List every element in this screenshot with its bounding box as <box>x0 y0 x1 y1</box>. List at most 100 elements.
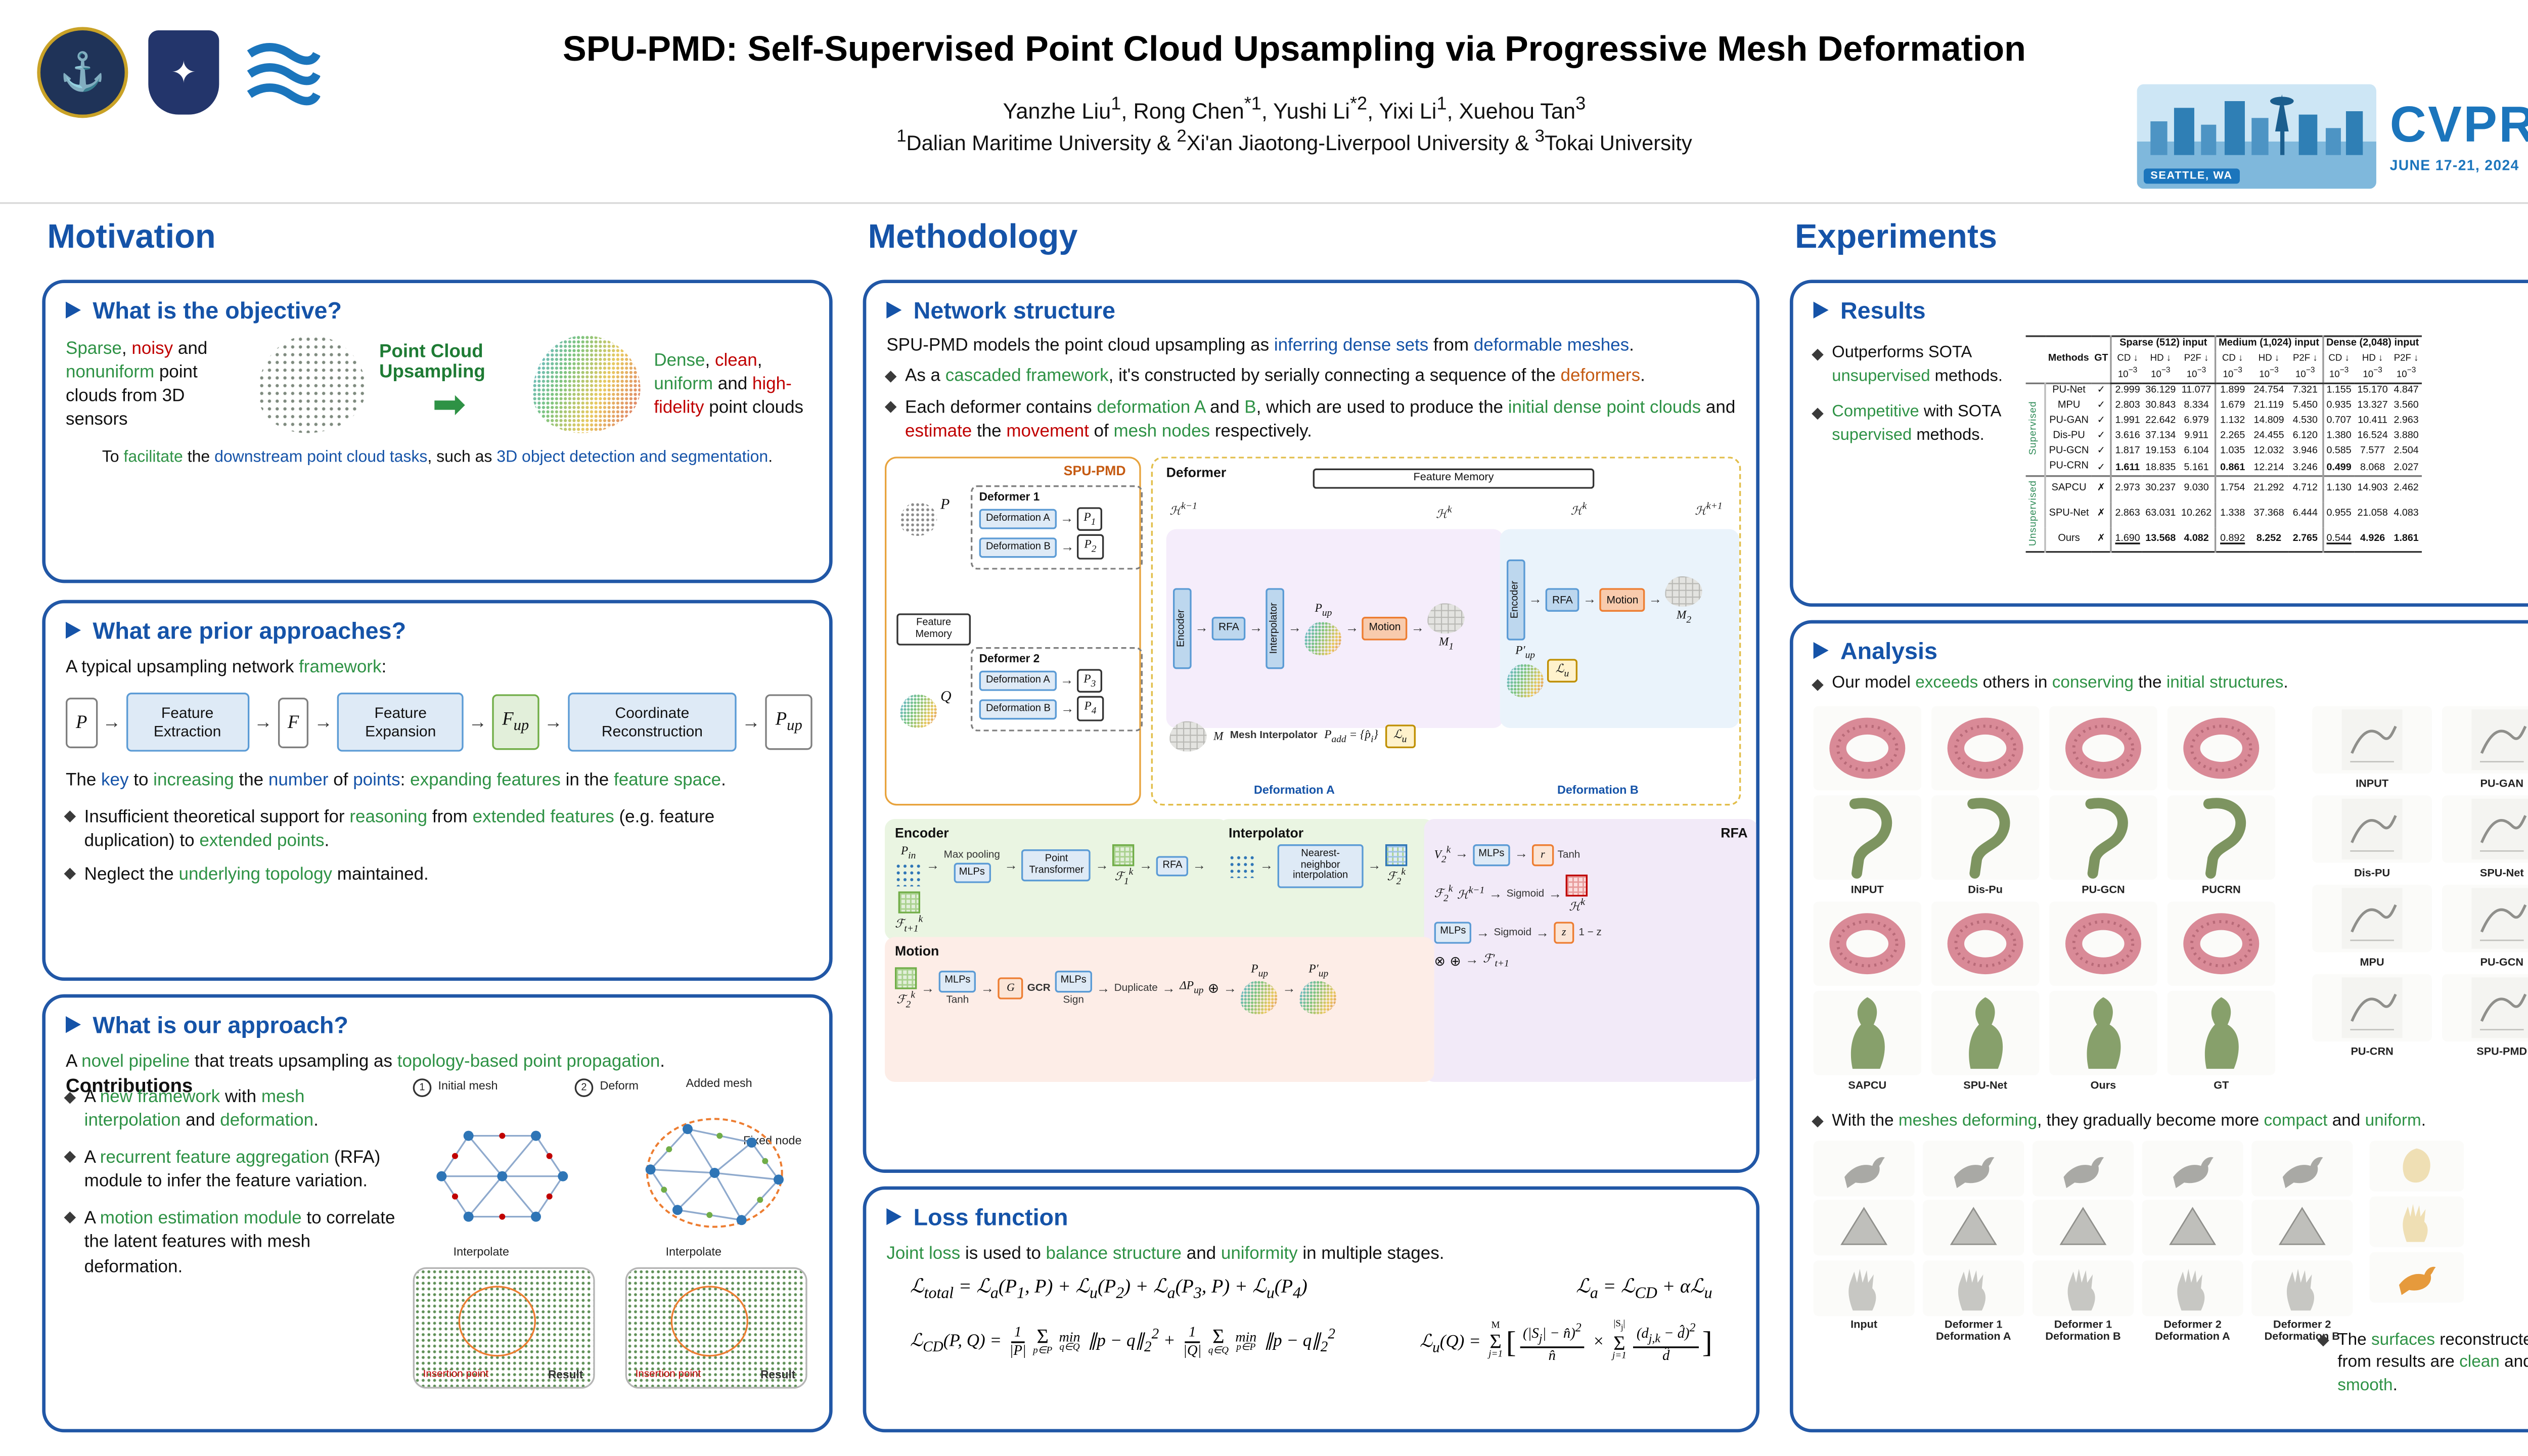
arrow-icon <box>1288 622 1301 635</box>
method-label: Deformer 1 Deformation A <box>1936 1320 2011 1343</box>
arrow-icon <box>1345 622 1359 635</box>
arrow-icon: → <box>102 712 121 733</box>
metric-value: 10.262 <box>2181 509 2212 519</box>
sparse-description: Sparse, noisy and nonuniform point cloud… <box>65 338 208 430</box>
method-label: Dis-Pu <box>1968 884 2003 896</box>
contribution-2: A recurrent feature aggregation (RFA) mo… <box>64 1146 403 1195</box>
network-architecture-figure: SPU-PMD P Feature Memory Q Deformer 1 De… <box>884 457 1741 806</box>
results-title-text: Results <box>1840 296 1926 324</box>
metric-value: 4.847 <box>2390 382 2422 400</box>
pale-thumbnail <box>2369 1196 2464 1247</box>
arrow-icon <box>1095 859 1109 873</box>
torus-thumbnail <box>2167 901 2275 986</box>
metric-value: 12.032 <box>2253 447 2284 458</box>
method-name: PU-GAN <box>2049 417 2089 427</box>
pale-thumbnail <box>2369 1140 2464 1191</box>
interpolator-block: Interpolator <box>1266 588 1285 669</box>
method-label: INPUT <box>2356 778 2389 790</box>
deformation-a-block: Deformation A <box>979 509 1057 530</box>
upsampling-label: Point Cloud Upsampling <box>379 342 485 383</box>
method-label: SAPCU <box>1848 1079 1887 1092</box>
hook-thumbnail <box>1931 795 2040 880</box>
method-label: GT <box>2214 1079 2229 1092</box>
approach-diagram: 1 Initial mesh 2 Deform Added mesh Fixed… <box>413 1078 814 1416</box>
arrowhead-icon <box>886 1208 902 1225</box>
mesh-interpolator-caption: Mesh Interpolator <box>1230 730 1318 743</box>
spupmd-overview-diagram: SPU-PMD P Feature Memory Q Deformer 1 De… <box>884 457 1143 806</box>
loss-box-title: Loss function <box>866 1190 1756 1235</box>
pup-pointcloud-image <box>1304 621 1342 655</box>
arrow-icon <box>1455 848 1469 862</box>
gt-flag: ✗ <box>2097 533 2106 544</box>
step1-number: 1 <box>413 1078 432 1097</box>
feature-map-icon <box>894 967 917 989</box>
method-name: PU-GCN <box>2049 447 2089 458</box>
rfa-block: RFA <box>1211 616 1246 641</box>
arrowhead-icon <box>65 301 81 318</box>
metric-value: 6.104 <box>2184 447 2209 458</box>
metric-value: 1.035 <box>2214 445 2249 461</box>
metric-value: 9.030 <box>2178 476 2216 503</box>
m2-label: M2 <box>1676 607 1692 625</box>
feature-map-icon <box>1113 844 1135 867</box>
mlps-block: MLPs <box>938 971 977 993</box>
metric-value: 6.979 <box>2184 417 2209 427</box>
network-paragraph: SPU-PMD models the point cloud upsamplin… <box>886 335 1634 356</box>
result-caption: Result <box>760 1370 796 1382</box>
metric-value: 3.560 <box>2394 401 2419 412</box>
hook-thumbnail <box>2049 795 2157 880</box>
metric-value: 22.642 <box>2145 417 2176 427</box>
group-col-header <box>2026 336 2046 383</box>
gt-flag: ✓ <box>2097 462 2106 473</box>
gt-flag: ✓ <box>2091 382 2112 400</box>
statue-thumbnail <box>1813 990 1921 1075</box>
analysis-box: Analysis Our model exceeds others in con… <box>1789 620 2528 1433</box>
prior-box-title: What are prior approaches? <box>46 603 829 649</box>
gt-flag: ✗ <box>2091 476 2112 503</box>
method-name: Ours <box>2058 533 2080 544</box>
feature-expansion-block: Feature Expansion <box>337 693 464 752</box>
metric-value: 16.524 <box>2357 432 2388 442</box>
triangle-thumbnail <box>2032 1200 2134 1256</box>
metric-value: 11.077 <box>2178 382 2216 400</box>
arrow-icon <box>1004 859 1018 873</box>
method-label: PU-GCN <box>2082 884 2125 896</box>
metric-value: 19.153 <box>2145 447 2176 458</box>
p-symbol: P <box>940 495 950 513</box>
mesh-m-image <box>1169 721 1207 752</box>
statue-thumbnail <box>1931 990 2040 1075</box>
loss-title-text: Loss function <box>913 1203 1068 1231</box>
sketch-thumbnail <box>2442 705 2528 774</box>
arrow-icon <box>1249 622 1263 635</box>
university-crest-logo: ✦ <box>148 30 219 115</box>
deformation-b-block: Deformation B <box>979 536 1058 557</box>
feature-memory-box: Feature Memory <box>896 613 971 646</box>
m1-label: M1 <box>1438 635 1454 654</box>
metric-value: 6.444 <box>2292 509 2318 519</box>
add-icon: ⊕ <box>1207 981 1220 996</box>
metric-value: 14.809 <box>2253 417 2284 427</box>
prior-approaches-box: What are prior approaches? A typical ups… <box>42 600 833 981</box>
arrow-icon <box>1548 887 1562 901</box>
metric-value: 3.616 <box>2110 430 2143 445</box>
sketch-thumbnail <box>2312 705 2432 774</box>
metric-value: 1.132 <box>2214 415 2249 430</box>
deformation-b-block: Deformation B <box>979 698 1058 719</box>
pipeline-f: F <box>277 697 309 749</box>
rfa-module-panel: RFA V2k MLPs r Tanh ℱ2k ℋk−1 Sigmoid <box>1424 818 1756 1082</box>
bird-thumbnail <box>2251 1140 2353 1196</box>
metric-value: 24.754 <box>2249 382 2289 400</box>
metric-value: 18.835 <box>2145 462 2176 473</box>
arrow-icon <box>1060 674 1074 688</box>
methods-header: Methods <box>2048 354 2089 365</box>
diamond-bullet-icon <box>1812 1116 1824 1128</box>
metric-value: 12.214 <box>2253 462 2284 473</box>
metric-value: 3.880 <box>2394 432 2419 442</box>
metric-value: 1.899 <box>2214 382 2249 400</box>
deformer1-group: Deformer 1 Deformation A P1 Deformation … <box>970 485 1143 569</box>
sparse-pointcloud-image <box>257 335 366 433</box>
